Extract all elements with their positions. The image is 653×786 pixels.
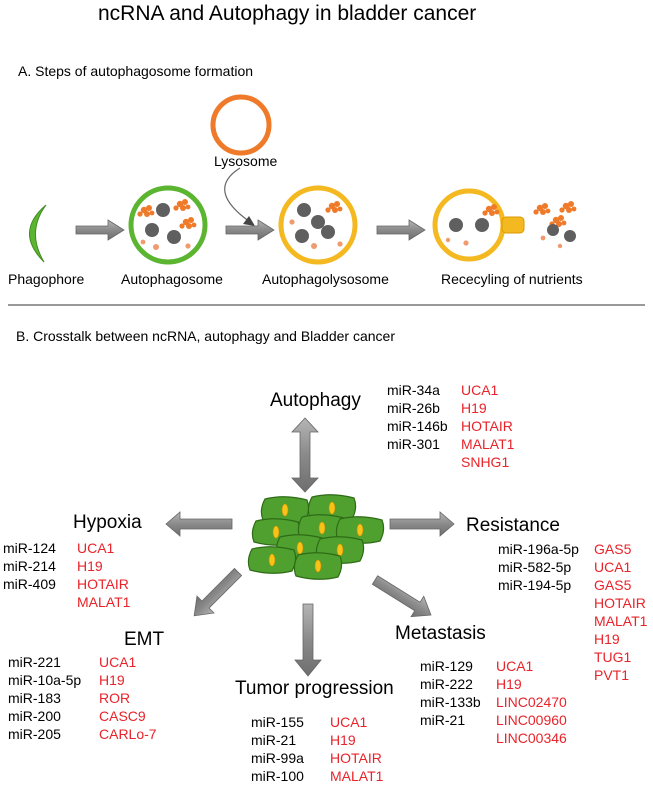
lncrna-item: UCA1	[77, 540, 115, 556]
mirna-item: miR-21	[251, 732, 297, 748]
tumor-progression-mirna-list: miR-155 miR-21 miR-99a miR-100	[251, 713, 304, 785]
mirna-item: miR-200	[8, 708, 61, 724]
lncrna-item: GAS5	[594, 577, 632, 593]
arrow-autophagy	[291, 417, 319, 493]
lncrna-item: ROR	[99, 690, 131, 706]
mirna-item: miR-301	[387, 436, 440, 452]
lncrna-item: LINC00346	[496, 730, 567, 746]
category-autophagy: Autophagy	[270, 390, 361, 411]
lysosome-label: Lysosome	[214, 153, 278, 169]
step-phagophore: Phagophore	[8, 271, 85, 287]
mirna-item: miR-34a	[387, 382, 440, 398]
lncrna-item: H19	[330, 732, 356, 748]
mirna-item: miR-99a	[251, 750, 304, 766]
arrow-resistance	[389, 511, 455, 537]
lncrna-item: UCA1	[99, 654, 137, 670]
mirna-item: miR-205	[8, 726, 61, 742]
mirna-item: miR-214	[3, 558, 56, 574]
lysosome-shape	[210, 94, 272, 156]
mirna-item: miR-124	[3, 540, 56, 556]
hypoxia-mirna-list: miR-124 miR-214 miR-409	[3, 539, 56, 593]
emt-mirna-list: miR-221 miR-10a-5p miR-183 miR-200 miR-2…	[8, 653, 81, 743]
step-recycling: Rececyling of nutrients	[441, 271, 583, 287]
lncrna-item: UCA1	[330, 714, 368, 730]
arrow-metastasis	[371, 575, 432, 618]
emt-lncrna-list: UCA1 H19 ROR CASC9 CARLo-7	[99, 653, 157, 743]
lncrna-item: TUG1	[594, 649, 632, 665]
lncrna-item: H19	[496, 676, 522, 692]
arrow-hypoxia	[165, 511, 233, 537]
lncrna-item: MALAT1	[330, 768, 384, 784]
resistance-lncrna-list: GAS5 UCA1 GAS5 HOTAIR MALAT1 H19 TUG1 PV…	[594, 540, 647, 684]
step-autophagolysosome: Autophagolysosome	[262, 271, 389, 287]
section-b-heading: B. Crosstalk between ncRNA, autophagy an…	[16, 328, 395, 344]
lncrna-item: GAS5	[594, 541, 632, 557]
lncrna-item: MALAT1	[77, 594, 131, 610]
mirna-item: miR-221	[8, 654, 61, 670]
bladder-cancer-cells	[247, 494, 385, 580]
lysosome-arrowhead	[243, 216, 255, 226]
step-arrow-3	[376, 219, 426, 241]
lysosome-fusion-arrow	[224, 167, 251, 223]
tumor-progression-lncrna-list: UCA1 H19 HOTAIR MALAT1	[330, 713, 383, 785]
category-resistance: Resistance	[466, 515, 560, 536]
resistance-mirna-list: miR-196a-5p miR-582-5p miR-194-5p	[498, 540, 579, 594]
mirna-item: miR-409	[3, 576, 56, 592]
lncrna-item: HOTAIR	[461, 418, 513, 434]
hypoxia-lncrna-list: UCA1 H19 HOTAIR MALAT1	[77, 539, 130, 611]
lncrna-item: HOTAIR	[330, 750, 382, 766]
mirna-item: miR-155	[251, 714, 304, 730]
category-emt: EMT	[124, 629, 165, 650]
lncrna-item: UCA1	[594, 559, 632, 575]
lncrna-item: CARLo-7	[99, 726, 157, 742]
lncrna-item: H19	[77, 558, 103, 574]
lncrna-item: SNHG1	[461, 454, 510, 470]
lncrna-item: UCA1	[496, 658, 534, 674]
mirna-item: miR-10a-5p	[8, 672, 82, 688]
autophagosome-shape	[128, 185, 208, 265]
mirna-item: miR-582-5p	[498, 559, 572, 575]
lncrna-item: HOTAIR	[594, 595, 646, 611]
mirna-item: miR-129	[420, 658, 473, 674]
section-a-heading: A. Steps of autophagosome formation	[18, 63, 254, 79]
mirna-item: miR-222	[420, 676, 473, 692]
category-metastasis: Metastasis	[395, 623, 486, 644]
mirna-item: miR-194-5p	[498, 577, 572, 593]
lncrna-item: PVT1	[594, 667, 630, 683]
metastasis-lncrna-list: UCA1 H19 LINC02470 LINC00960 LINC00346	[496, 657, 567, 747]
step-arrow-1	[75, 219, 125, 241]
lncrna-item: CASC9	[99, 708, 146, 724]
lncrna-item: MALAT1	[594, 613, 648, 629]
recycling-vesicle-shape	[432, 188, 525, 262]
mirna-item: miR-100	[251, 768, 304, 784]
lncrna-item: MALAT1	[461, 436, 515, 452]
mirna-item: miR-146b	[387, 418, 448, 434]
metastasis-mirna-list: miR-129 miR-222 miR-133b miR-21	[420, 657, 481, 729]
figure-title: ncRNA and Autophagy in bladder cancer	[98, 2, 477, 25]
autophagy-lncrna-list: UCA1 H19 HOTAIR MALAT1 SNHG1	[461, 381, 514, 471]
phagophore-shape	[29, 204, 47, 263]
step-autophagosome: Autophagosome	[121, 271, 223, 287]
lncrna-item: H19	[99, 672, 125, 688]
autophagy-mirna-list: miR-34a miR-26b miR-146b miR-301	[387, 381, 448, 453]
lncrna-item: H19	[594, 631, 620, 647]
mirna-item: miR-21	[420, 712, 466, 728]
arrow-tumor-progression	[294, 603, 322, 677]
mirna-item: miR-183	[8, 690, 61, 706]
mirna-item: miR-196a-5p	[498, 541, 579, 557]
autophagolysosome-shape	[278, 185, 358, 265]
mirna-item: miR-26b	[387, 400, 440, 416]
released-nutrients	[533, 201, 577, 249]
category-hypoxia: Hypoxia	[73, 512, 142, 533]
category-tumor-progression: Tumor progression	[235, 678, 394, 699]
lncrna-item: H19	[461, 400, 487, 416]
lncrna-item: LINC00960	[496, 712, 567, 728]
lncrna-item: HOTAIR	[77, 576, 129, 592]
arrow-emt	[193, 567, 243, 617]
lncrna-item: LINC02470	[496, 694, 567, 710]
mirna-item: miR-133b	[420, 694, 481, 710]
lncrna-item: UCA1	[461, 382, 499, 398]
